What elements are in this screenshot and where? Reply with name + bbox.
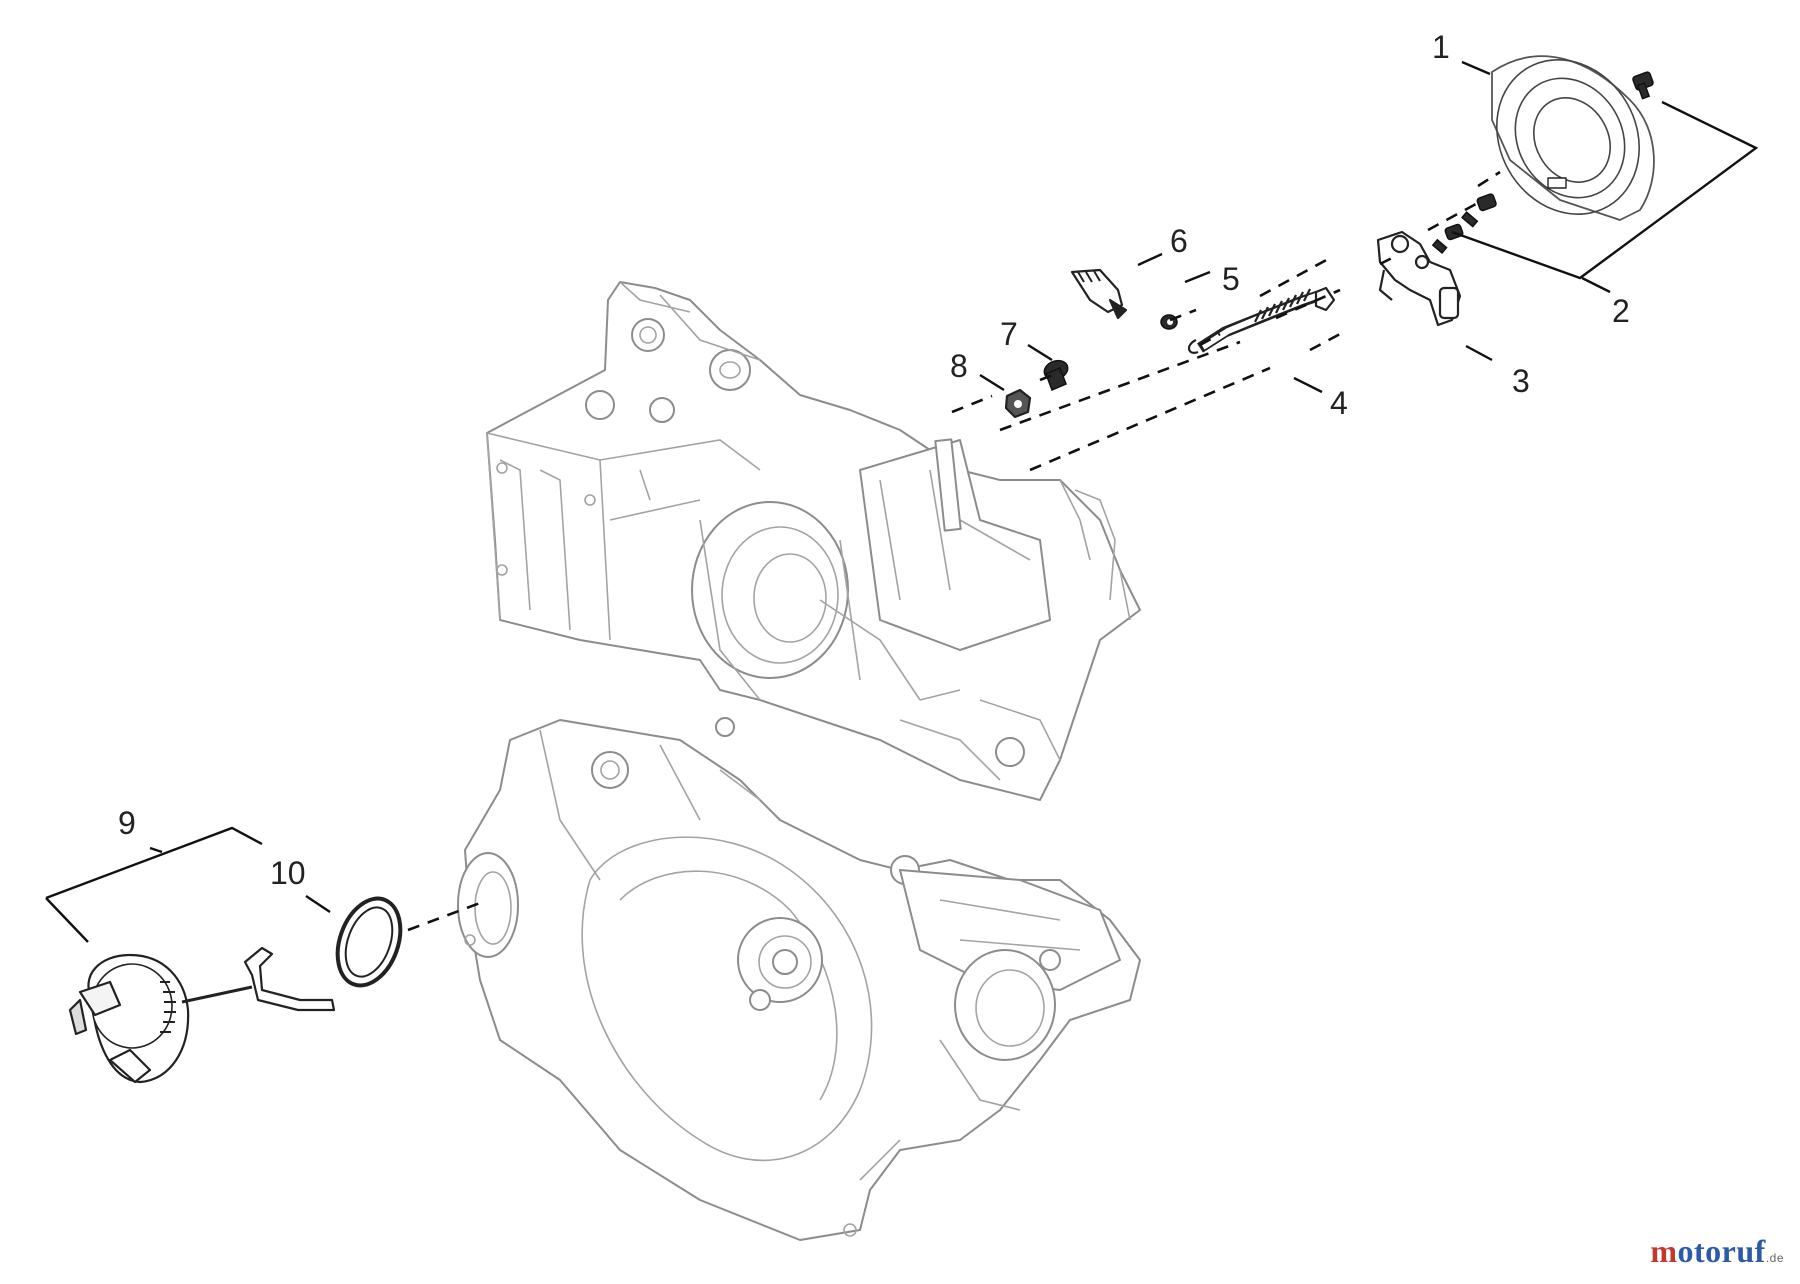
- leader-lines: [45, 60, 1759, 943]
- callout-6: 6: [1170, 223, 1188, 259]
- callout-10: 10: [270, 855, 306, 891]
- callout-labels: 1 2 3 4 5 6 7 8 9 10: [118, 29, 1630, 891]
- callout-9: 9: [118, 805, 136, 841]
- leader-2-bracket: [1451, 100, 1759, 280]
- leader-5: [1184, 270, 1211, 284]
- callout-5: 5: [1222, 261, 1240, 297]
- callout-2: 2: [1612, 293, 1630, 329]
- part-1-cover-plate: [1491, 55, 1655, 221]
- part-7-screw: [1043, 359, 1069, 391]
- callout-7: 7: [1000, 316, 1018, 352]
- part-6-pin: [1070, 268, 1128, 320]
- part-10-seal-ring: [335, 896, 403, 988]
- part-2-screws: [1431, 71, 1654, 254]
- lower-crankcase-half: [457, 719, 1141, 1241]
- leader-10: [305, 895, 331, 913]
- leader-6: [1137, 252, 1163, 267]
- assembly-dashed-lines: [407, 170, 1501, 932]
- watermark-letter: m: [1650, 1233, 1678, 1269]
- callout-4: 4: [1330, 385, 1348, 421]
- callout-3: 3: [1512, 363, 1530, 399]
- watermark-text: otoruf: [1677, 1233, 1766, 1269]
- part-4-oil-hose: [1188, 286, 1336, 354]
- leader-4: [1293, 376, 1323, 394]
- watermark-tld: .de: [1765, 1251, 1784, 1265]
- callout-8: 8: [950, 348, 968, 384]
- leader-3: [1465, 344, 1493, 362]
- part-9-oil-cap: [68, 946, 336, 1084]
- callout-1: 1: [1432, 29, 1450, 65]
- leader-7: [1027, 343, 1053, 362]
- part-8-nut: [1004, 388, 1032, 419]
- leader-2: [1581, 276, 1611, 294]
- brand-watermark: motoruf.de: [1650, 1233, 1784, 1270]
- upper-crankcase-half: [486, 281, 1141, 801]
- leader-1: [1461, 60, 1491, 76]
- part-3-bracket: [1376, 230, 1462, 327]
- leader-8: [979, 373, 1005, 392]
- leader-9-bracket: [45, 826, 263, 943]
